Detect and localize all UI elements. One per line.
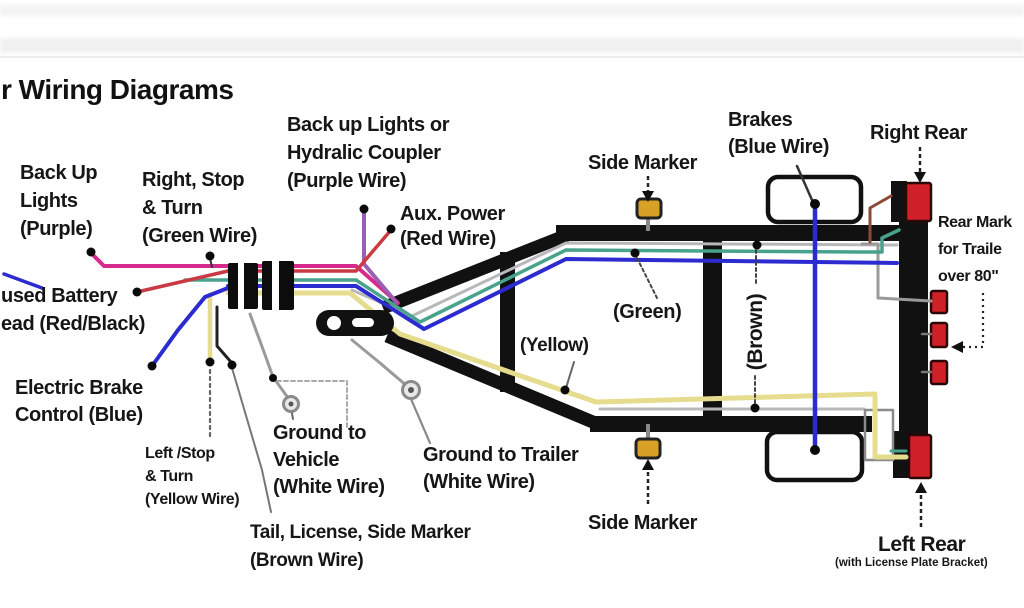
wire-ground-vehicle	[248, 312, 293, 404]
label-ground-vehicle: Ground to Vehicle (White Wire)	[273, 422, 385, 498]
label-green-wire: (Green)	[613, 301, 682, 323]
arrow-side-marker-top-icon	[642, 191, 654, 202]
faint-header-text-band	[0, 38, 1024, 53]
wire-green	[183, 228, 901, 324]
wire-red-battery	[135, 269, 230, 294]
leader-tail-license	[231, 367, 272, 513]
label-right-stop-turn: Right, Stop & Turn (Green Wire)	[142, 169, 258, 247]
side-marker-lamp-top-icon	[635, 197, 663, 220]
left-rear-light-icon	[907, 433, 933, 480]
rear-marker-lamp-1-icon	[929, 289, 949, 315]
leader-green	[636, 257, 658, 299]
label-brakes: Brakes (Blue Wire)	[728, 109, 829, 158]
page-title: r Wiring Diagrams	[1, 74, 234, 105]
arrow-left-rear-icon	[915, 482, 927, 493]
label-brown-wire: (Brown)	[744, 293, 767, 371]
trailer-frame	[380, 186, 928, 478]
wire-rear-marker-feed	[860, 242, 933, 303]
label-yellow-wire: (Yellow)	[520, 335, 589, 356]
mid-crossmember	[703, 225, 722, 432]
arrows	[642, 147, 985, 527]
label-left-rear: Left Rear	[878, 533, 966, 556]
wire-blue-left-stub	[2, 272, 44, 290]
label-side-marker-top: Side Marker	[588, 152, 697, 174]
wire-brown-right-rear	[868, 194, 893, 244]
wire-yellow	[225, 290, 909, 460]
label-fused-battery: used Battery ead (Red/Black)	[1, 285, 146, 335]
connection-dots	[86, 199, 820, 455]
wire-blue-main	[226, 257, 899, 331]
rear-marker-lamp-3-icon	[929, 359, 949, 386]
label-right-rear: Right Rear	[870, 122, 968, 144]
tongue-lower-rail	[384, 330, 603, 431]
rear-marker-lamp-2-icon	[929, 321, 949, 349]
leader-ground-trailer	[409, 397, 432, 445]
right-rear-light-icon	[904, 181, 933, 223]
label-back-up-lights: Back Up Lights (Purple)	[20, 162, 98, 240]
coupler-icon	[316, 310, 394, 336]
wire-blue-controller	[150, 286, 230, 368]
label-license-bracket: (with License Plate Bracket)	[835, 557, 988, 569]
ground-screw-vehicle-center	[288, 401, 294, 407]
rear-rail	[899, 186, 928, 478]
side-marker-lamp-bottom-icon	[634, 437, 662, 460]
ground-screw-trailer-center	[408, 387, 414, 393]
faint-header-band	[0, 5, 1024, 16]
leader-yellow	[565, 361, 575, 389]
label-aux-power: Aux. Power (Red Wire)	[400, 203, 505, 250]
label-tail-license: Tail, License, Side Marker (Brown Wire)	[250, 522, 471, 571]
arrow-side-marker-bottom-icon	[642, 459, 654, 470]
ground-screws	[282, 380, 421, 413]
leader-brakes	[795, 164, 814, 202]
wire-tail-drop	[215, 305, 233, 364]
label-left-stop-turn: Left /Stop & Turn (Yellow Wire)	[145, 445, 240, 508]
label-side-marker-bottom: Side Marker	[588, 512, 697, 534]
label-backup-or-coupler: Back up Lights or Hydralic Coupler (Purp…	[287, 114, 450, 192]
tongue-upper-rail	[380, 228, 570, 315]
license-bracket-outline	[863, 408, 895, 462]
wire-ground-trailer	[350, 338, 409, 388]
label-ground-trailer: Ground to Trailer (White Wire)	[423, 444, 579, 493]
label-rear-marker: Rear Mark for Traile over 80"	[938, 214, 1012, 285]
right-rear-mount	[891, 181, 907, 222]
arrow-rear-marker-icon	[951, 341, 963, 353]
label-electric-brake: Electric Brake Control (Blue)	[15, 377, 143, 426]
faint-header-rule	[0, 56, 1024, 58]
arrow-right-rear-icon	[914, 172, 926, 183]
connector-plug-icon	[228, 261, 294, 310]
